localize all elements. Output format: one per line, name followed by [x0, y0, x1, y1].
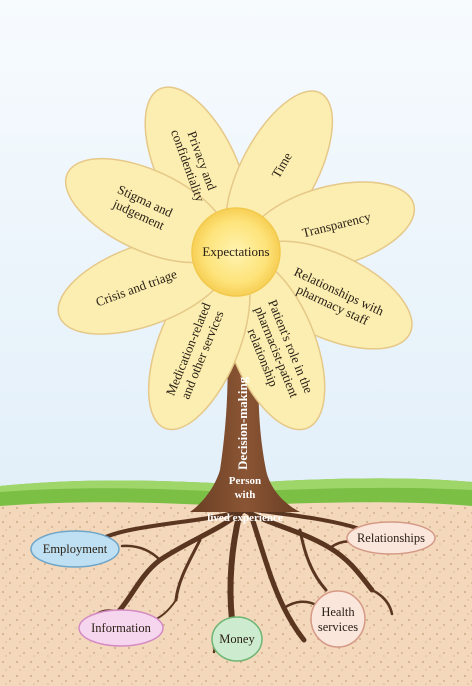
root-bubble-information — [78, 609, 164, 647]
root-bubble-employment — [30, 530, 120, 568]
root-label-relationships: Relationships — [357, 531, 425, 545]
flower-center — [191, 207, 281, 297]
person-label-line: with — [235, 489, 256, 501]
root-label-money: Money — [219, 632, 255, 646]
root-bubble-health-services — [310, 590, 366, 648]
root-bubble-money — [211, 616, 263, 662]
root-label-employment: Employment — [43, 542, 108, 556]
root-bubble-relationships — [346, 521, 436, 555]
center-label: Expectations — [202, 244, 269, 259]
person-label-line: Person — [229, 475, 261, 487]
tree-trunk — [190, 330, 300, 512]
person-label-line: lived experience — [207, 512, 283, 524]
person-label: Person with lived experience — [207, 475, 283, 524]
root-label-information: Information — [91, 621, 151, 635]
trunk-label: Decision-making — [235, 376, 250, 470]
